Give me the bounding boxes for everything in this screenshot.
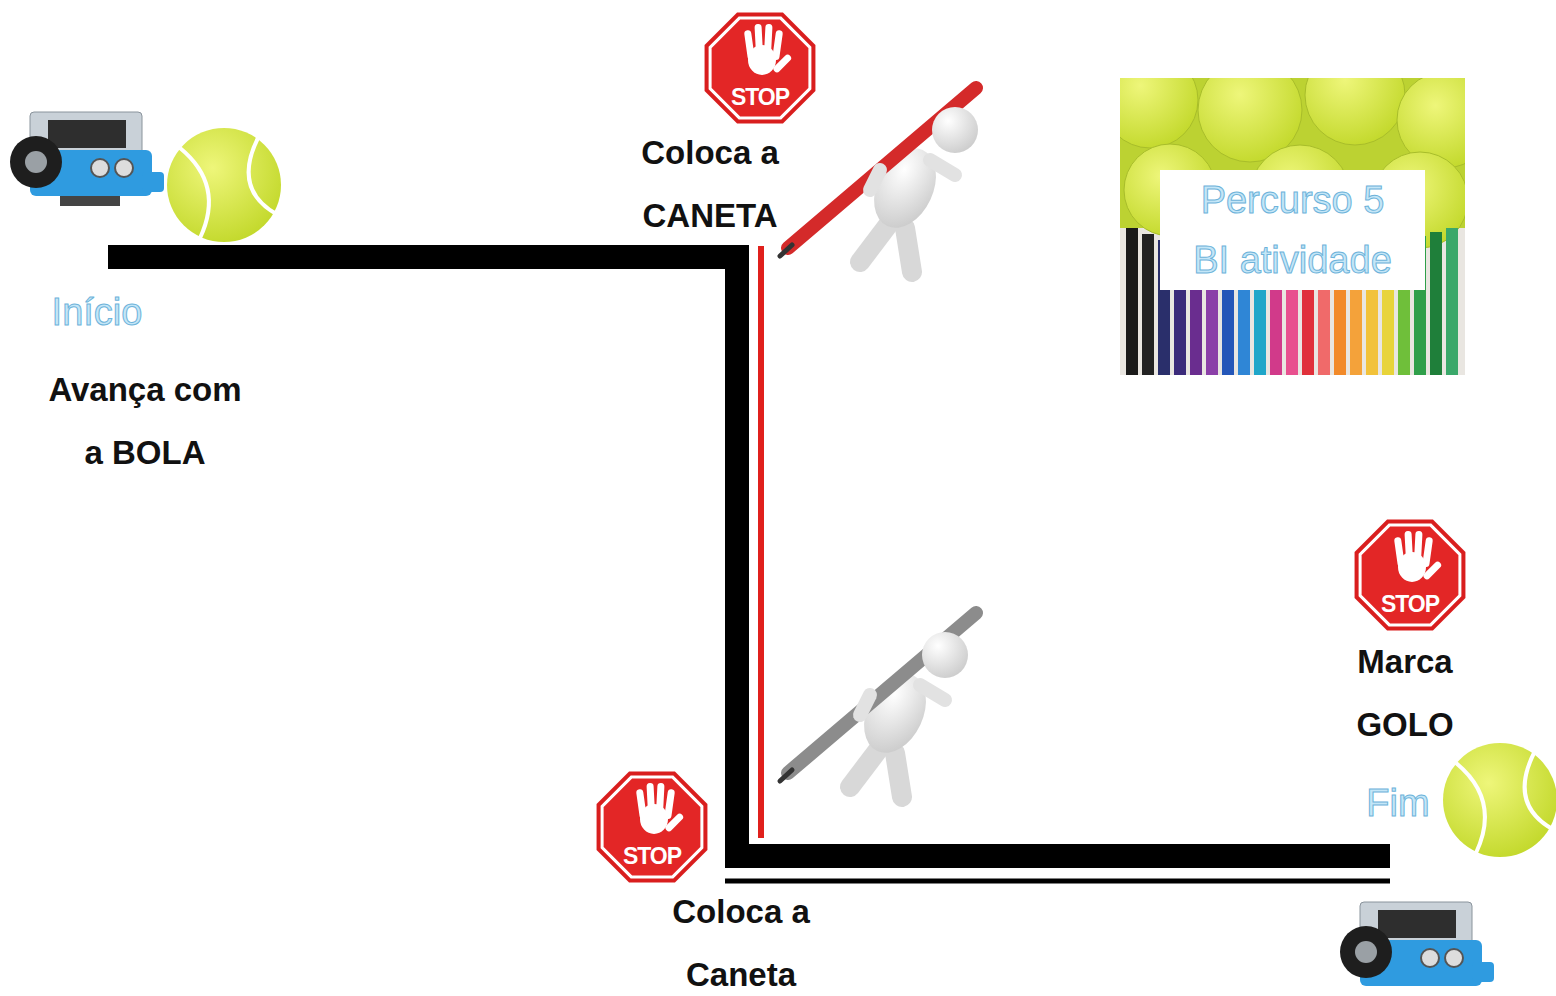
- instruction-label: Coloca a Caneta: [636, 880, 846, 996]
- stop-sign: STOP: [592, 767, 712, 887]
- photo-ball: [1305, 78, 1405, 145]
- figure-leg: [905, 228, 912, 272]
- title-text: BI atividade: [1160, 230, 1425, 290]
- robot-sensor: [115, 159, 133, 177]
- hand-icon: [636, 783, 685, 834]
- hand-icon: [744, 24, 793, 75]
- figure-arm: [920, 685, 945, 700]
- instruction-label: Avança com a BOLA: [41, 358, 249, 484]
- stop-octagon: [700, 8, 820, 128]
- instruction-label: Marca GOLO: [1325, 630, 1485, 756]
- robot-base: [60, 196, 120, 206]
- ball-seam: [1525, 753, 1554, 830]
- photo-ball: [1120, 78, 1198, 148]
- stop-sign: STOP: [1350, 515, 1470, 635]
- robot-chip: [48, 120, 126, 148]
- pen-figure: [780, 88, 978, 272]
- robot-sensor: [1445, 949, 1463, 967]
- figure-head: [932, 107, 978, 153]
- figure-leg: [860, 225, 888, 262]
- robot-tab: [142, 172, 164, 192]
- pen-figure: [780, 613, 976, 797]
- robot-tab: [1472, 962, 1494, 982]
- end-label: Fim: [1333, 778, 1463, 828]
- pen-tip: [780, 245, 792, 256]
- robot-hub: [25, 151, 47, 173]
- ball-seam: [1456, 763, 1485, 853]
- robot-wheel: [1340, 926, 1392, 978]
- pen-tip: [780, 770, 792, 781]
- track-line: [108, 257, 1390, 856]
- figure-leg: [895, 753, 902, 797]
- figure-leg: [850, 750, 878, 787]
- instruction-label: Coloca a CANETA: [605, 121, 815, 247]
- photo-background: [1120, 78, 1465, 375]
- stop-sign: STOP: [700, 8, 820, 128]
- pen-line: [758, 246, 764, 838]
- robot: [1340, 902, 1494, 986]
- robot-wheel: [10, 136, 62, 188]
- stop-octagon: [1350, 515, 1470, 635]
- ball-body: [167, 128, 281, 242]
- robot: [10, 112, 164, 206]
- figure-head: [922, 632, 968, 678]
- ball-seam: [249, 138, 278, 215]
- robot-sensor: [91, 159, 109, 177]
- robot-hub: [1355, 941, 1377, 963]
- robot-chip: [1378, 910, 1456, 938]
- start-label: Início: [7, 287, 187, 337]
- grey-pen: [788, 613, 976, 773]
- figure-arm: [930, 160, 955, 175]
- title-box: Percurso 5BI atividade: [1160, 170, 1425, 290]
- track: [108, 246, 1390, 881]
- ball-seam: [180, 148, 209, 238]
- figure-arm: [860, 695, 870, 715]
- stop-octagon: [592, 767, 712, 887]
- stop-word: STOP: [592, 843, 712, 869]
- robot-sensor: [1421, 949, 1439, 967]
- title-text: Percurso 5: [1160, 170, 1425, 230]
- tennis-ball: [167, 128, 281, 242]
- track-edge-line: [725, 879, 1390, 884]
- hand-icon: [1394, 531, 1443, 582]
- tennis-ball: [1443, 743, 1556, 857]
- ball-body: [1443, 743, 1556, 857]
- figure-arm: [870, 170, 880, 190]
- stop-word: STOP: [1350, 591, 1470, 617]
- stop-word: STOP: [700, 84, 820, 110]
